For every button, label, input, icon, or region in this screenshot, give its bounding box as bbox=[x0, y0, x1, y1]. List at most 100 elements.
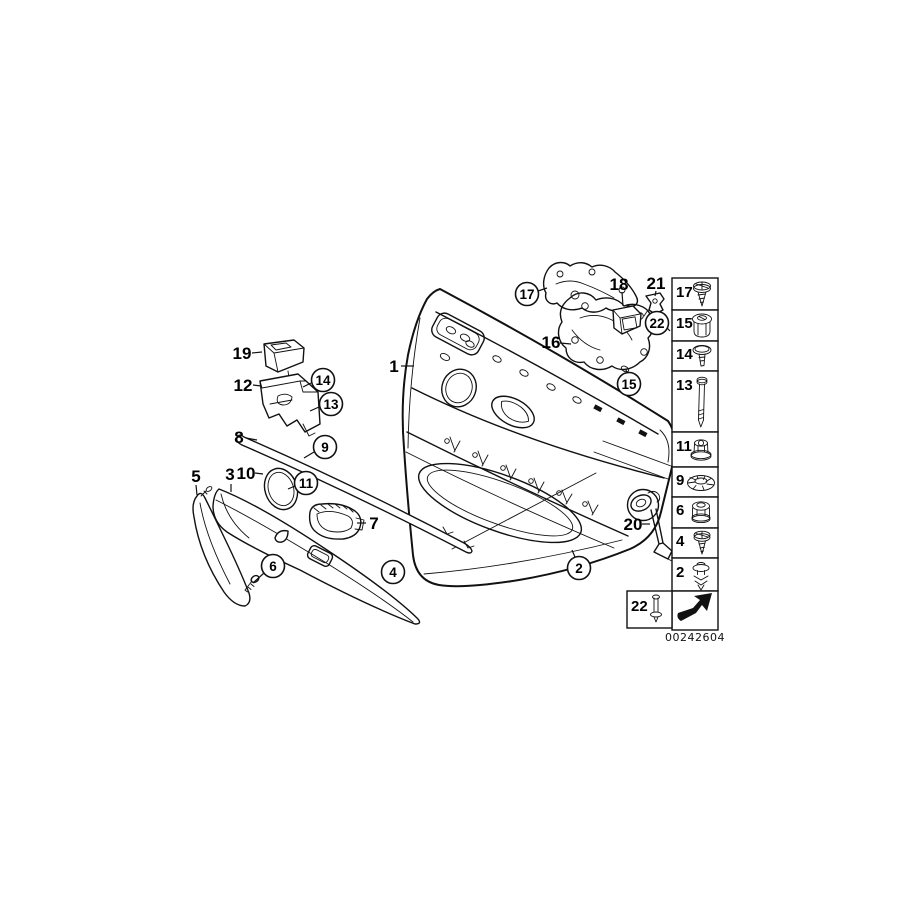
legend-row-15[interactable]: 15 bbox=[671, 309, 719, 342]
window-switch-recess bbox=[431, 312, 485, 356]
svg-text:22: 22 bbox=[631, 598, 648, 615]
door-second-band-line bbox=[411, 387, 665, 479]
legend-arrow-cell bbox=[671, 590, 719, 631]
long-screw-icon bbox=[696, 376, 708, 428]
legend-cell-22[interactable]: 22 bbox=[626, 590, 673, 629]
callout-12[interactable]: 12 bbox=[234, 376, 253, 395]
callout-20[interactable]: 20 bbox=[624, 515, 643, 534]
callout-16[interactable]: 16 bbox=[542, 333, 561, 352]
legend-row-9[interactable]: 9 bbox=[671, 466, 719, 498]
door-crease-line bbox=[451, 472, 597, 550]
callout-5[interactable]: 5 bbox=[191, 467, 200, 486]
svg-text:22: 22 bbox=[649, 316, 664, 331]
pull-handle-trim-part-5 bbox=[192, 486, 251, 607]
expansion-grommet-icon bbox=[692, 313, 712, 338]
svg-text:9: 9 bbox=[676, 472, 684, 489]
legend-row-13[interactable]: 13 bbox=[671, 370, 719, 433]
door-bottom-inner-line bbox=[423, 539, 623, 575]
window-switch-part-19 bbox=[263, 339, 305, 379]
svg-text:15: 15 bbox=[676, 315, 693, 332]
svg-text:6: 6 bbox=[269, 559, 277, 574]
legend-row-11[interactable]: 11 bbox=[671, 431, 719, 468]
callout-21[interactable]: 21 bbox=[647, 274, 666, 293]
blind-rivet-pin-icon bbox=[650, 594, 662, 623]
svg-text:13: 13 bbox=[676, 377, 693, 394]
callout-18[interactable]: 18 bbox=[610, 275, 629, 294]
lower-speaker-hole bbox=[626, 488, 660, 522]
callouts-plain: 1 3 5 7 8 10 12 16 18 19 20 21 bbox=[191, 274, 665, 534]
callout-13-circled[interactable]: 13 bbox=[318, 391, 344, 417]
svg-text:15: 15 bbox=[621, 377, 637, 392]
tweeter-ring-part-10 bbox=[263, 467, 299, 511]
map-pocket-line-2 bbox=[602, 440, 672, 467]
callout-8[interactable]: 8 bbox=[234, 428, 243, 447]
switch-blank-part-18 bbox=[612, 305, 642, 335]
svg-text:4: 4 bbox=[676, 533, 685, 550]
svg-text:11: 11 bbox=[299, 476, 314, 491]
callout-9-circled[interactable]: 9 bbox=[312, 434, 338, 460]
svg-text:17: 17 bbox=[519, 287, 534, 302]
callout-1[interactable]: 1 bbox=[389, 357, 398, 376]
svg-text:11: 11 bbox=[676, 438, 692, 455]
callout-2-circled[interactable]: 2 bbox=[566, 555, 592, 581]
svg-text:9: 9 bbox=[321, 440, 329, 455]
svg-text:2: 2 bbox=[676, 564, 684, 581]
drawing-number: 00242604 bbox=[665, 631, 725, 644]
callout-14-circled[interactable]: 14 bbox=[310, 367, 336, 393]
svg-text:6: 6 bbox=[676, 502, 684, 519]
svg-text:14: 14 bbox=[315, 373, 331, 388]
hinge-bracket-17 bbox=[542, 261, 639, 313]
callout-10[interactable]: 10 bbox=[237, 464, 256, 483]
door-right-tip-line bbox=[659, 429, 670, 463]
washer-head-screw-icon bbox=[692, 345, 712, 367]
svg-text:14: 14 bbox=[676, 346, 693, 363]
door-outline bbox=[401, 288, 677, 588]
speaker-ring-cutout bbox=[441, 368, 477, 408]
callout-17-circled[interactable]: 17 bbox=[514, 281, 540, 307]
door-left-inner-line bbox=[407, 317, 421, 449]
callout-22-circled[interactable]: 22 bbox=[644, 310, 670, 336]
top-band-screw-bosses bbox=[465, 340, 630, 404]
callout-15-circled[interactable]: 15 bbox=[616, 371, 642, 397]
callout-7[interactable]: 7 bbox=[369, 514, 378, 533]
callout-3[interactable]: 3 bbox=[225, 465, 234, 484]
trim-screw bbox=[200, 486, 213, 497]
self-locking-nut-icon bbox=[691, 501, 711, 524]
retaining-clips bbox=[593, 404, 648, 438]
trim-strip-part-8 bbox=[235, 434, 475, 554]
handle-shell-part-7 bbox=[308, 502, 365, 540]
callouts-circled: 2 4 6 9 11 13 14 15 bbox=[260, 281, 670, 585]
armrest-opening bbox=[417, 462, 583, 544]
door-handle-cutout bbox=[491, 395, 535, 429]
clip-hole bbox=[439, 353, 451, 361]
callout-19[interactable]: 19 bbox=[233, 344, 252, 363]
flange-nut-icon bbox=[690, 439, 712, 461]
svg-text:17: 17 bbox=[676, 284, 693, 301]
latch-part-20 bbox=[630, 490, 675, 563]
map-pocket-line-1 bbox=[593, 451, 669, 480]
carrier-bracket-16 bbox=[557, 292, 655, 371]
bracket-part-21 bbox=[643, 292, 665, 318]
direction-arrow-icon bbox=[677, 593, 712, 621]
expansion-rivet-icon bbox=[692, 562, 710, 591]
flange-head-screw-icon bbox=[693, 530, 711, 555]
callout-6-circled[interactable]: 6 bbox=[260, 553, 286, 579]
svg-text:13: 13 bbox=[323, 397, 339, 412]
callout-4-circled[interactable]: 4 bbox=[380, 559, 406, 585]
fastener-legend: 17 15 14 bbox=[626, 277, 725, 644]
spring-tooth-washer-icon bbox=[687, 475, 715, 491]
leader-lines bbox=[195, 287, 671, 584]
legend-row-2[interactable]: 2 bbox=[671, 557, 719, 592]
callout-11-circled[interactable]: 11 bbox=[293, 470, 319, 496]
legend-row-17[interactable]: 17 bbox=[671, 277, 719, 311]
svg-text:4: 4 bbox=[389, 565, 397, 580]
legend-row-4[interactable]: 4 bbox=[671, 527, 719, 559]
door-trim-panel-drawing bbox=[401, 288, 677, 588]
svg-text:2: 2 bbox=[575, 561, 583, 576]
legend-row-14[interactable]: 14 bbox=[671, 340, 719, 372]
screw-part-6 bbox=[244, 574, 260, 593]
bracket-part-12 bbox=[259, 373, 321, 437]
legend-row-6[interactable]: 6 bbox=[671, 496, 719, 529]
